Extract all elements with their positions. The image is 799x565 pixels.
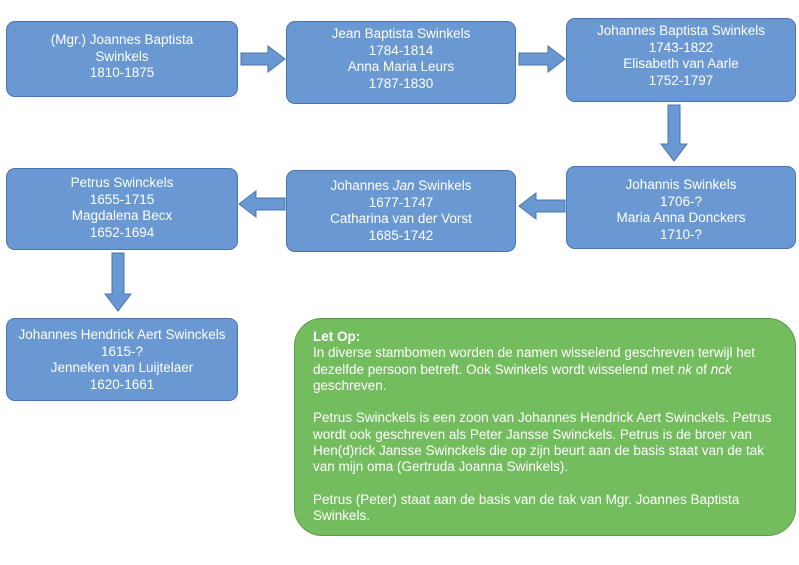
name-italic-part: Jan <box>392 178 415 193</box>
box-line: Catharina van der Vorst <box>330 211 472 226</box>
box-line: Johannes Baptista Swinkels <box>596 23 766 38</box>
person-box-johannes-jan-1677: Johannes Jan Swinkels 1677-1747 Catharin… <box>286 170 516 252</box>
note-text: of <box>691 361 711 377</box>
box-line: 1615-? <box>100 343 144 359</box>
note-italic: nk <box>677 361 692 377</box>
box-line: 1677-1747 <box>368 194 434 210</box>
box-line: 1706-? <box>659 193 703 209</box>
box-line: 1810-1875 <box>89 65 155 80</box>
box-line: (Mgr.) Joannes Baptista <box>50 32 194 47</box>
name-part: Swinkels <box>414 178 472 193</box>
box-line: Jean Baptista Swinkels <box>331 26 471 41</box>
box-line: 1787-1830 <box>368 75 434 91</box>
box-line: Elisabeth van Aarle <box>623 56 739 71</box>
box-line: Maria Anna Donckers <box>616 210 746 225</box>
box-line: 1655-1715 <box>89 191 155 207</box>
arrow-right-icon <box>240 45 286 73</box>
note-italic: nck <box>710 361 732 377</box>
arrow-down-icon <box>660 104 688 162</box>
box-line: Magdalena Becx <box>71 208 173 223</box>
box-line: Swinkels <box>95 48 149 64</box>
person-box-johannes-hendrick-1615: Johannes Hendrick Aert Swinckels 1615-? … <box>6 318 238 401</box>
box-line: Anna Maria Leurs <box>347 59 455 74</box>
box-line: 1784-1814 <box>368 42 434 58</box>
box-line: Jenneken van Luijtelaer <box>50 360 194 375</box>
person-box-joannes-baptista-1810: (Mgr.) Joannes Baptista Swinkels 1810-18… <box>6 21 238 97</box>
person-box-johannis-1706: Johannis Swinkels 1706-? Maria Anna Donc… <box>566 166 796 249</box>
person-box-petrus-1655: Petrus Swinckels 1655-1715 Magdalena Bec… <box>6 168 238 250</box>
box-line: 1620-1661 <box>89 376 155 392</box>
box-line: 1743-1822 <box>648 39 714 55</box>
box-line: 1685-1742 <box>368 227 434 243</box>
note-paragraph-2: Petrus Swinckels is een zoon van Johanne… <box>313 410 772 475</box>
arrow-left-icon <box>518 192 566 220</box>
box-line: Johannes Hendrick Aert Swinckels <box>18 327 226 342</box>
arrow-down-icon <box>104 252 132 312</box>
box-line: 1710-? <box>659 226 703 242</box>
person-box-johannes-baptista-1743: Johannes Baptista Swinkels 1743-1822 Eli… <box>566 18 796 102</box>
box-line: Petrus Swinckels <box>70 175 174 190</box>
note-box: Let Op: In diverse stambomen worden de n… <box>294 318 796 536</box>
note-paragraph-3: Petrus (Peter) staat aan de basis van de… <box>313 491 740 524</box>
note-text: geschreven. <box>313 377 387 393</box>
note-title: Let Op: <box>313 329 361 344</box>
name-part: Johannes <box>330 178 393 193</box>
note-text: In diverse stambomen worden de namen wis… <box>313 345 755 377</box>
person-box-jean-baptista-1784: Jean Baptista Swinkels 1784-1814 Anna Ma… <box>286 21 516 104</box>
box-line: 1652-1694 <box>89 224 155 240</box>
note-paragraph-1: In diverse stambomen worden de namen wis… <box>313 345 777 394</box>
box-line: 1752-1797 <box>648 72 714 88</box>
box-line: Johannis Swinkels <box>625 177 737 192</box>
arrow-right-icon <box>518 45 566 73</box>
box-line-name: Johannes Jan Swinkels <box>287 178 515 195</box>
arrow-left-icon <box>238 190 286 218</box>
